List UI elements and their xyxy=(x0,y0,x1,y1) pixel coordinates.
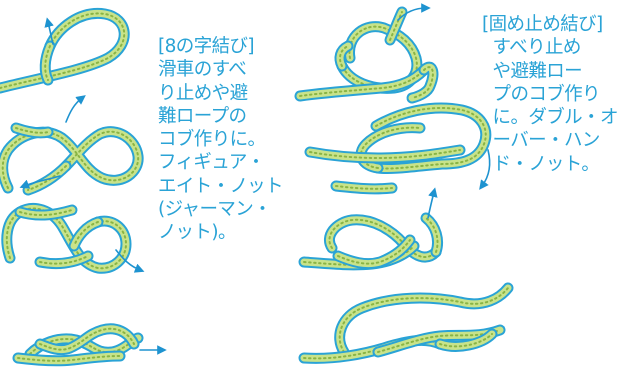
caption-line: フィギュア・ xyxy=(158,152,265,174)
caption-line: (ジャーマン・ xyxy=(158,199,272,221)
caption-line: ーバー・ハン xyxy=(482,130,601,152)
caption-line: [8の字結び] xyxy=(158,36,255,57)
rope-texture xyxy=(439,333,493,348)
direction-arrows xyxy=(19,3,491,355)
arrow-step-3 xyxy=(115,249,145,273)
rope-texture xyxy=(19,209,73,217)
rope-texture xyxy=(1,130,140,189)
figure-eight-step-2 xyxy=(0,122,144,196)
stopper-knot-step-4 xyxy=(298,282,514,364)
rope-texture xyxy=(29,337,139,355)
arrow-step-1 xyxy=(44,17,54,45)
rope-texture xyxy=(39,327,135,351)
figure-eight-step-3 xyxy=(1,203,132,274)
caption-line: 難ロープの xyxy=(158,105,247,127)
rope-texture xyxy=(338,287,509,353)
rope-texture xyxy=(15,127,49,134)
caption-line: すべり止め xyxy=(482,37,582,59)
rope-texture xyxy=(44,45,51,81)
arrow-right-step-1 xyxy=(397,3,431,21)
rope-texture xyxy=(360,126,421,169)
rope-texture xyxy=(27,165,67,191)
rope-texture xyxy=(425,217,439,253)
figure-eight-step-1 xyxy=(0,7,130,94)
rope-segment xyxy=(0,9,128,92)
figure-eight-caption: [8の字結び]滑車のすべり止めや避難ロープのコブ作りに。フィギュア・エイト・ノッ… xyxy=(158,35,284,245)
rope-texture xyxy=(339,45,349,67)
caption-line: [固め止め結び] xyxy=(482,14,603,35)
stopper-knot-step-3 xyxy=(298,212,444,271)
stopper-knot-step-1 xyxy=(294,6,439,104)
rope-texture xyxy=(375,107,487,170)
rope-texture xyxy=(335,185,393,190)
rope-texture xyxy=(39,255,89,265)
rope-texture xyxy=(299,69,425,97)
arrow-step-2a xyxy=(65,95,86,123)
rope-texture xyxy=(328,218,437,259)
rope-texture xyxy=(17,355,121,362)
caption-line: コブ作りに。 xyxy=(158,129,266,151)
stopper-knot-caption: [固め止め結び] すべり止め や避難ロー プのコブ作り に。ダブル・オ ーバー・… xyxy=(482,13,618,176)
arrow-right-step-2 xyxy=(479,149,491,190)
stopper-knot-step-2 xyxy=(304,102,492,195)
caption-line: プのコブ作り xyxy=(482,83,601,105)
rope-texture xyxy=(309,149,461,160)
caption-line: に。ダブル・オ xyxy=(482,107,619,129)
rope-texture xyxy=(377,329,501,353)
arrow-step-2b xyxy=(19,175,61,189)
caption-line: や避難ロー xyxy=(482,60,583,82)
figure-eight-step-4 xyxy=(12,323,144,367)
caption-line: ド・ノット。 xyxy=(482,153,600,175)
caption-line: り止めや避 xyxy=(158,82,248,104)
caption-line: ノット)。 xyxy=(158,222,236,244)
arrow-right-step-3 xyxy=(427,187,438,219)
rope-texture xyxy=(303,245,415,266)
rope-texture xyxy=(389,11,403,41)
rope-segment xyxy=(332,182,396,193)
rope-texture xyxy=(0,12,126,89)
rope-texture xyxy=(411,66,434,99)
caption-line: 滑車のすべ xyxy=(158,59,247,81)
caption-line: エイト・ノット xyxy=(158,175,284,197)
rope-texture xyxy=(337,239,411,265)
rope-texture xyxy=(73,221,99,247)
